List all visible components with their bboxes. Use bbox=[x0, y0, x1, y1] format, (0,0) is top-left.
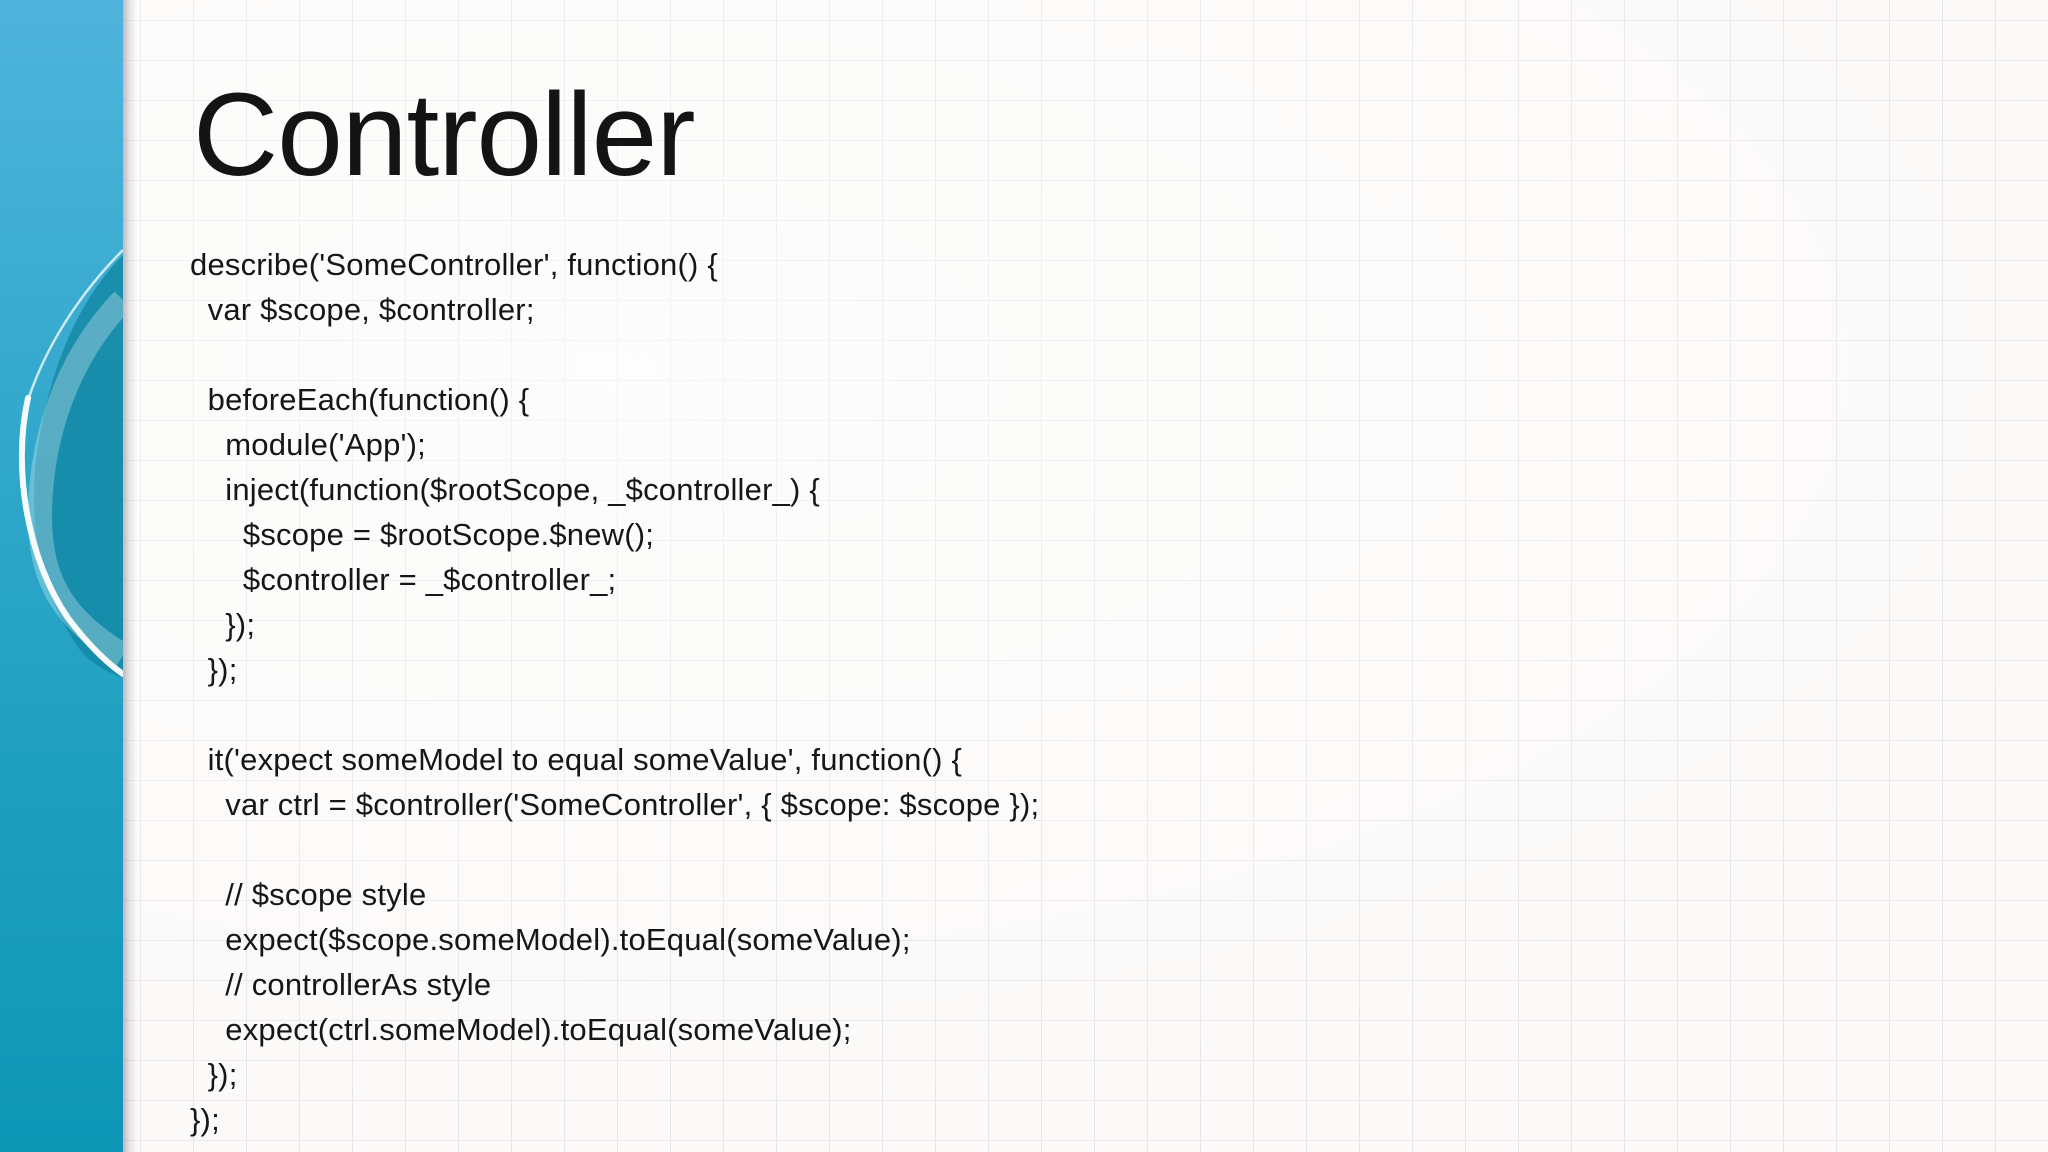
thick-white-arc bbox=[18, 395, 123, 677]
code-line: inject(function($rootScope, _$controller… bbox=[190, 472, 820, 507]
code-line: it('expect someModel to equal someValue'… bbox=[190, 742, 963, 777]
code-line: var ctrl = $controller('SomeController',… bbox=[190, 787, 1040, 822]
code-line: $scope = $rootScope.$new(); bbox=[190, 517, 655, 552]
code-line bbox=[190, 332, 1039, 377]
code-block: describe('SomeController', function() { … bbox=[190, 242, 1039, 1142]
code-line: expect($scope.someModel).toEqual(someVal… bbox=[190, 922, 911, 957]
code-line: $controller = _$controller_; bbox=[190, 562, 617, 597]
code-line: beforeEach(function() { bbox=[190, 382, 530, 417]
decorative-sidebar bbox=[0, 0, 123, 1152]
code-line: }); bbox=[190, 1102, 220, 1137]
code-line: describe('SomeController', function() { bbox=[190, 247, 718, 282]
code-line: // controllerAs style bbox=[190, 967, 492, 1002]
code-line: }); bbox=[190, 1057, 238, 1092]
light-ribbon-shape bbox=[27, 291, 123, 666]
code-line: var $scope, $controller; bbox=[190, 292, 535, 327]
code-line: module('App'); bbox=[190, 427, 426, 462]
code-line: }); bbox=[190, 607, 256, 642]
code-line bbox=[190, 692, 1039, 737]
code-line: expect(ctrl.someModel).toEqual(someValue… bbox=[190, 1012, 852, 1047]
code-line: }); bbox=[190, 652, 238, 687]
slide-title: Controller bbox=[193, 69, 696, 201]
swirl-graphic bbox=[0, 0, 123, 1152]
code-line: // $scope style bbox=[190, 877, 427, 912]
dark-swirl-shape bbox=[34, 255, 123, 678]
code-line bbox=[190, 827, 1039, 872]
thin-white-arc bbox=[26, 249, 123, 401]
